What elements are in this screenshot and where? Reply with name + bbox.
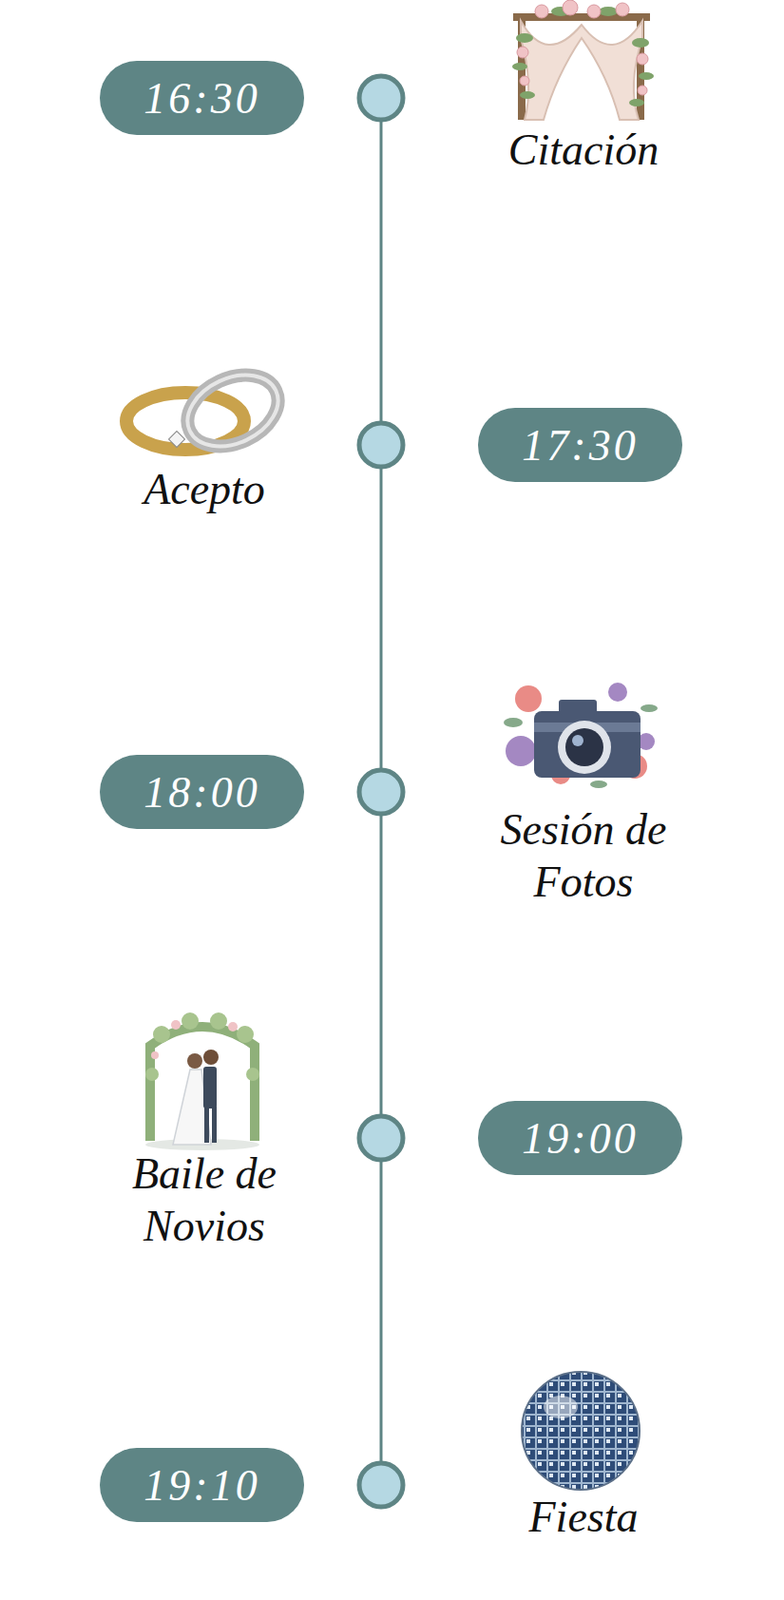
disco-ball-illustration bbox=[521, 1371, 640, 1490]
event-label: Baile de Novios bbox=[99, 1147, 309, 1252]
time-pill: 18:00 bbox=[99, 754, 305, 829]
time-pill: 16:30 bbox=[99, 60, 305, 135]
timeline-dots bbox=[359, 76, 403, 1507]
rings-illustration bbox=[126, 361, 290, 460]
time-pill: 17:30 bbox=[478, 407, 683, 482]
time-text: 16:30 bbox=[143, 73, 260, 124]
event-label: Acepto bbox=[95, 462, 314, 516]
time-pill: 19:10 bbox=[99, 1447, 305, 1522]
time-text: 19:10 bbox=[143, 1459, 260, 1511]
arch-illustration bbox=[512, 0, 654, 120]
time-pill: 19:00 bbox=[478, 1100, 683, 1175]
camera-illustration bbox=[503, 682, 658, 788]
event-label: Citación bbox=[474, 123, 693, 176]
time-text: 17:30 bbox=[521, 420, 638, 471]
time-text: 18:00 bbox=[143, 766, 260, 818]
couple-illustration bbox=[145, 1012, 260, 1150]
event-label: Fiesta bbox=[474, 1490, 693, 1543]
time-text: 19:00 bbox=[521, 1112, 638, 1164]
event-label: Sesión de Fotos bbox=[478, 803, 689, 908]
